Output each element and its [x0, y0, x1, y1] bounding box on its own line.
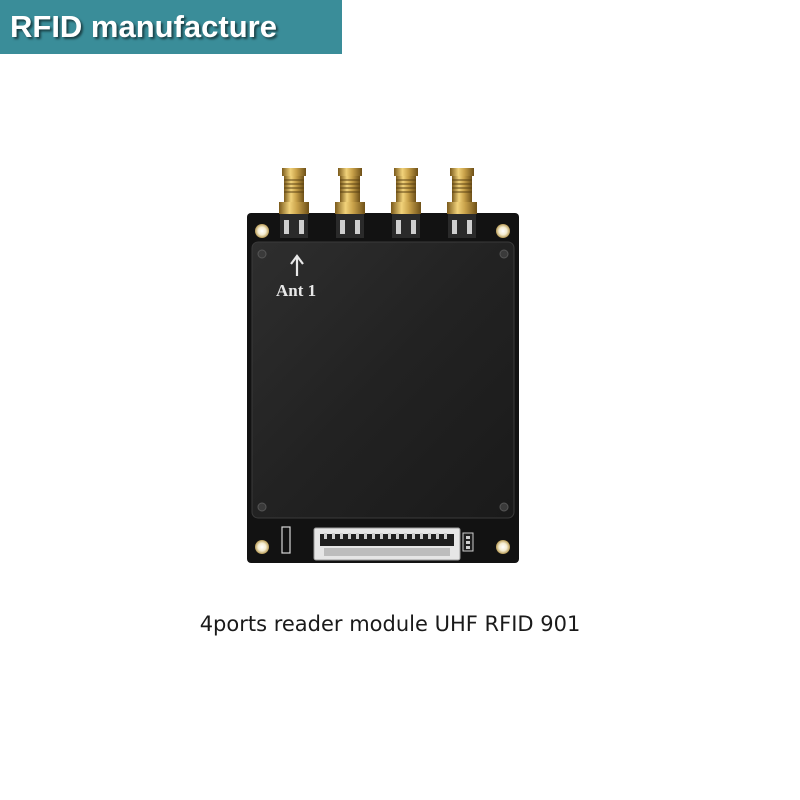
up-arrow-icon — [290, 254, 304, 276]
brand-banner: RFID manufacture — [0, 0, 342, 54]
antenna-label: Ant 1 — [276, 281, 316, 300]
sma-connector-2 — [335, 168, 365, 238]
metal-shield — [251, 241, 515, 519]
ribbon-connector — [313, 527, 461, 561]
sma-connector-3 — [391, 168, 421, 238]
brand-banner-title: RFID manufacture — [10, 9, 277, 44]
smd-components — [281, 526, 474, 554]
product-caption: 4ports reader module UHF RFID 901 — [199, 612, 581, 636]
shield-screws — [257, 249, 509, 512]
mounting-holes — [255, 224, 510, 554]
sma-connector-4 — [447, 168, 477, 238]
sma-connector-1 — [279, 168, 309, 238]
